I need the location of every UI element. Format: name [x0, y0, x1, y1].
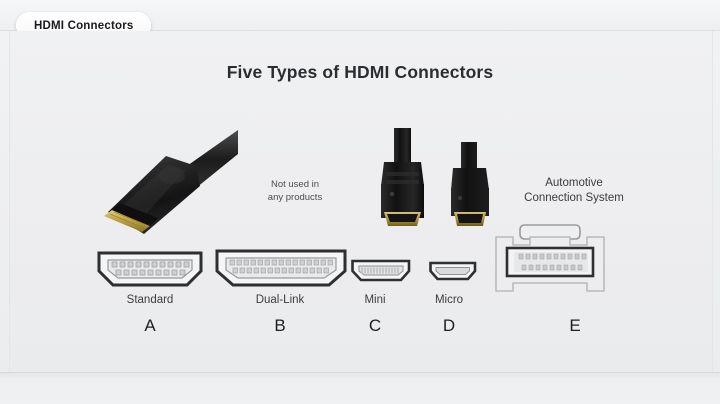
standard-hdmi-port [97, 251, 203, 287]
caption-standard: Standard [126, 294, 174, 306]
automotive-note: Automotive Connection System [494, 176, 654, 206]
tab-bar: HDMI Connectors [0, 0, 720, 39]
letter-b: B [274, 316, 286, 335]
caption-mini: Mini [364, 294, 386, 306]
dual-link-note-line2: any products [267, 192, 323, 203]
tab-label: HDMI Connectors [34, 19, 134, 32]
mini-hdmi-cable-photo [381, 128, 424, 226]
standard-hdmi-cable-photo [104, 130, 238, 234]
letter-e: E [569, 316, 581, 335]
caption-dual-link: Dual-Link [255, 294, 305, 306]
slide-footer [0, 372, 720, 404]
automotive-connection-system-port [495, 224, 605, 292]
slide-title: Five Types of HDMI Connectors [226, 62, 494, 82]
letter-a: A [144, 316, 156, 335]
letter-c: C [368, 316, 382, 335]
dual-link-note-line1: Not used in [270, 179, 320, 190]
automotive-note-line1: Automotive [545, 177, 603, 189]
mini-hdmi-port [351, 259, 411, 282]
dual-link-hdmi-port [215, 249, 347, 287]
caption-micro: Micro [434, 294, 464, 306]
automotive-note-line2: Connection System [524, 192, 624, 204]
letter-d: D [442, 316, 456, 335]
micro-hdmi-cable-photo [451, 142, 489, 226]
micro-hdmi-port [429, 261, 477, 281]
dual-link-note: Not used in any products [232, 178, 358, 204]
